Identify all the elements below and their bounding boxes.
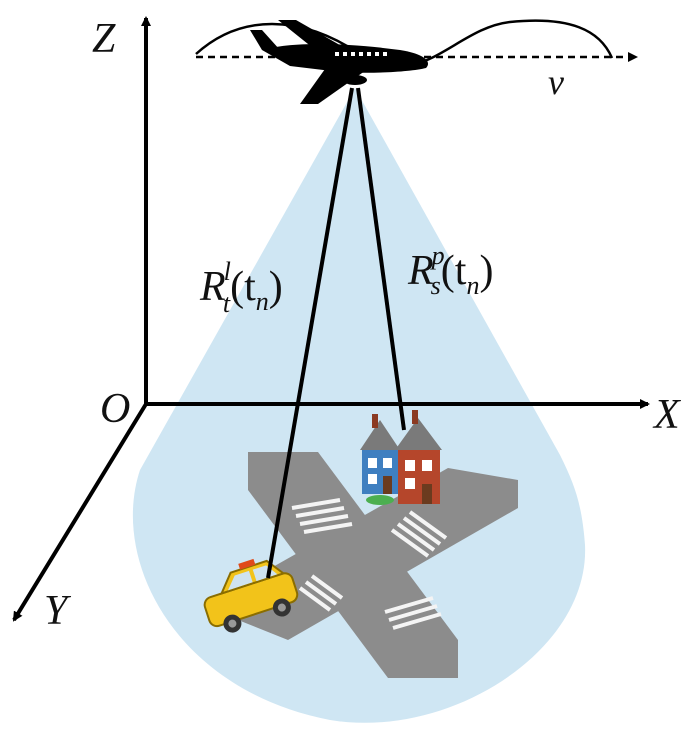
range-scatterer-arg: n [466,271,479,300]
range-scatterer-open: (t [441,248,467,294]
y-axis [12,402,148,622]
range-scatterer-sub: s [431,271,441,300]
taxi-icon [203,558,299,633]
airplane-icon [250,20,429,104]
range-scatterer-sup: p [430,241,445,270]
range-target-open: (t [230,264,256,310]
flight-trajectory-arc [195,19,614,68]
range-line-scatterer [356,87,406,431]
range-target-close: ) [269,264,283,310]
houses-icon [360,410,442,505]
velocity-label: v [548,62,564,102]
range-target-sup: l [224,257,231,286]
range-scatterer-base: R [407,248,434,294]
range-target-sub: t [223,289,231,318]
z-axis-label: Z [92,16,116,62]
range-target-arg: n [256,287,269,316]
range-target-base: R [199,264,226,310]
origin-label: O [100,386,130,432]
range-scatterer-close: ) [479,248,493,294]
x-axis-label: X [652,392,682,438]
y-axis-label: Y [44,588,72,634]
range-line-target [266,87,354,579]
